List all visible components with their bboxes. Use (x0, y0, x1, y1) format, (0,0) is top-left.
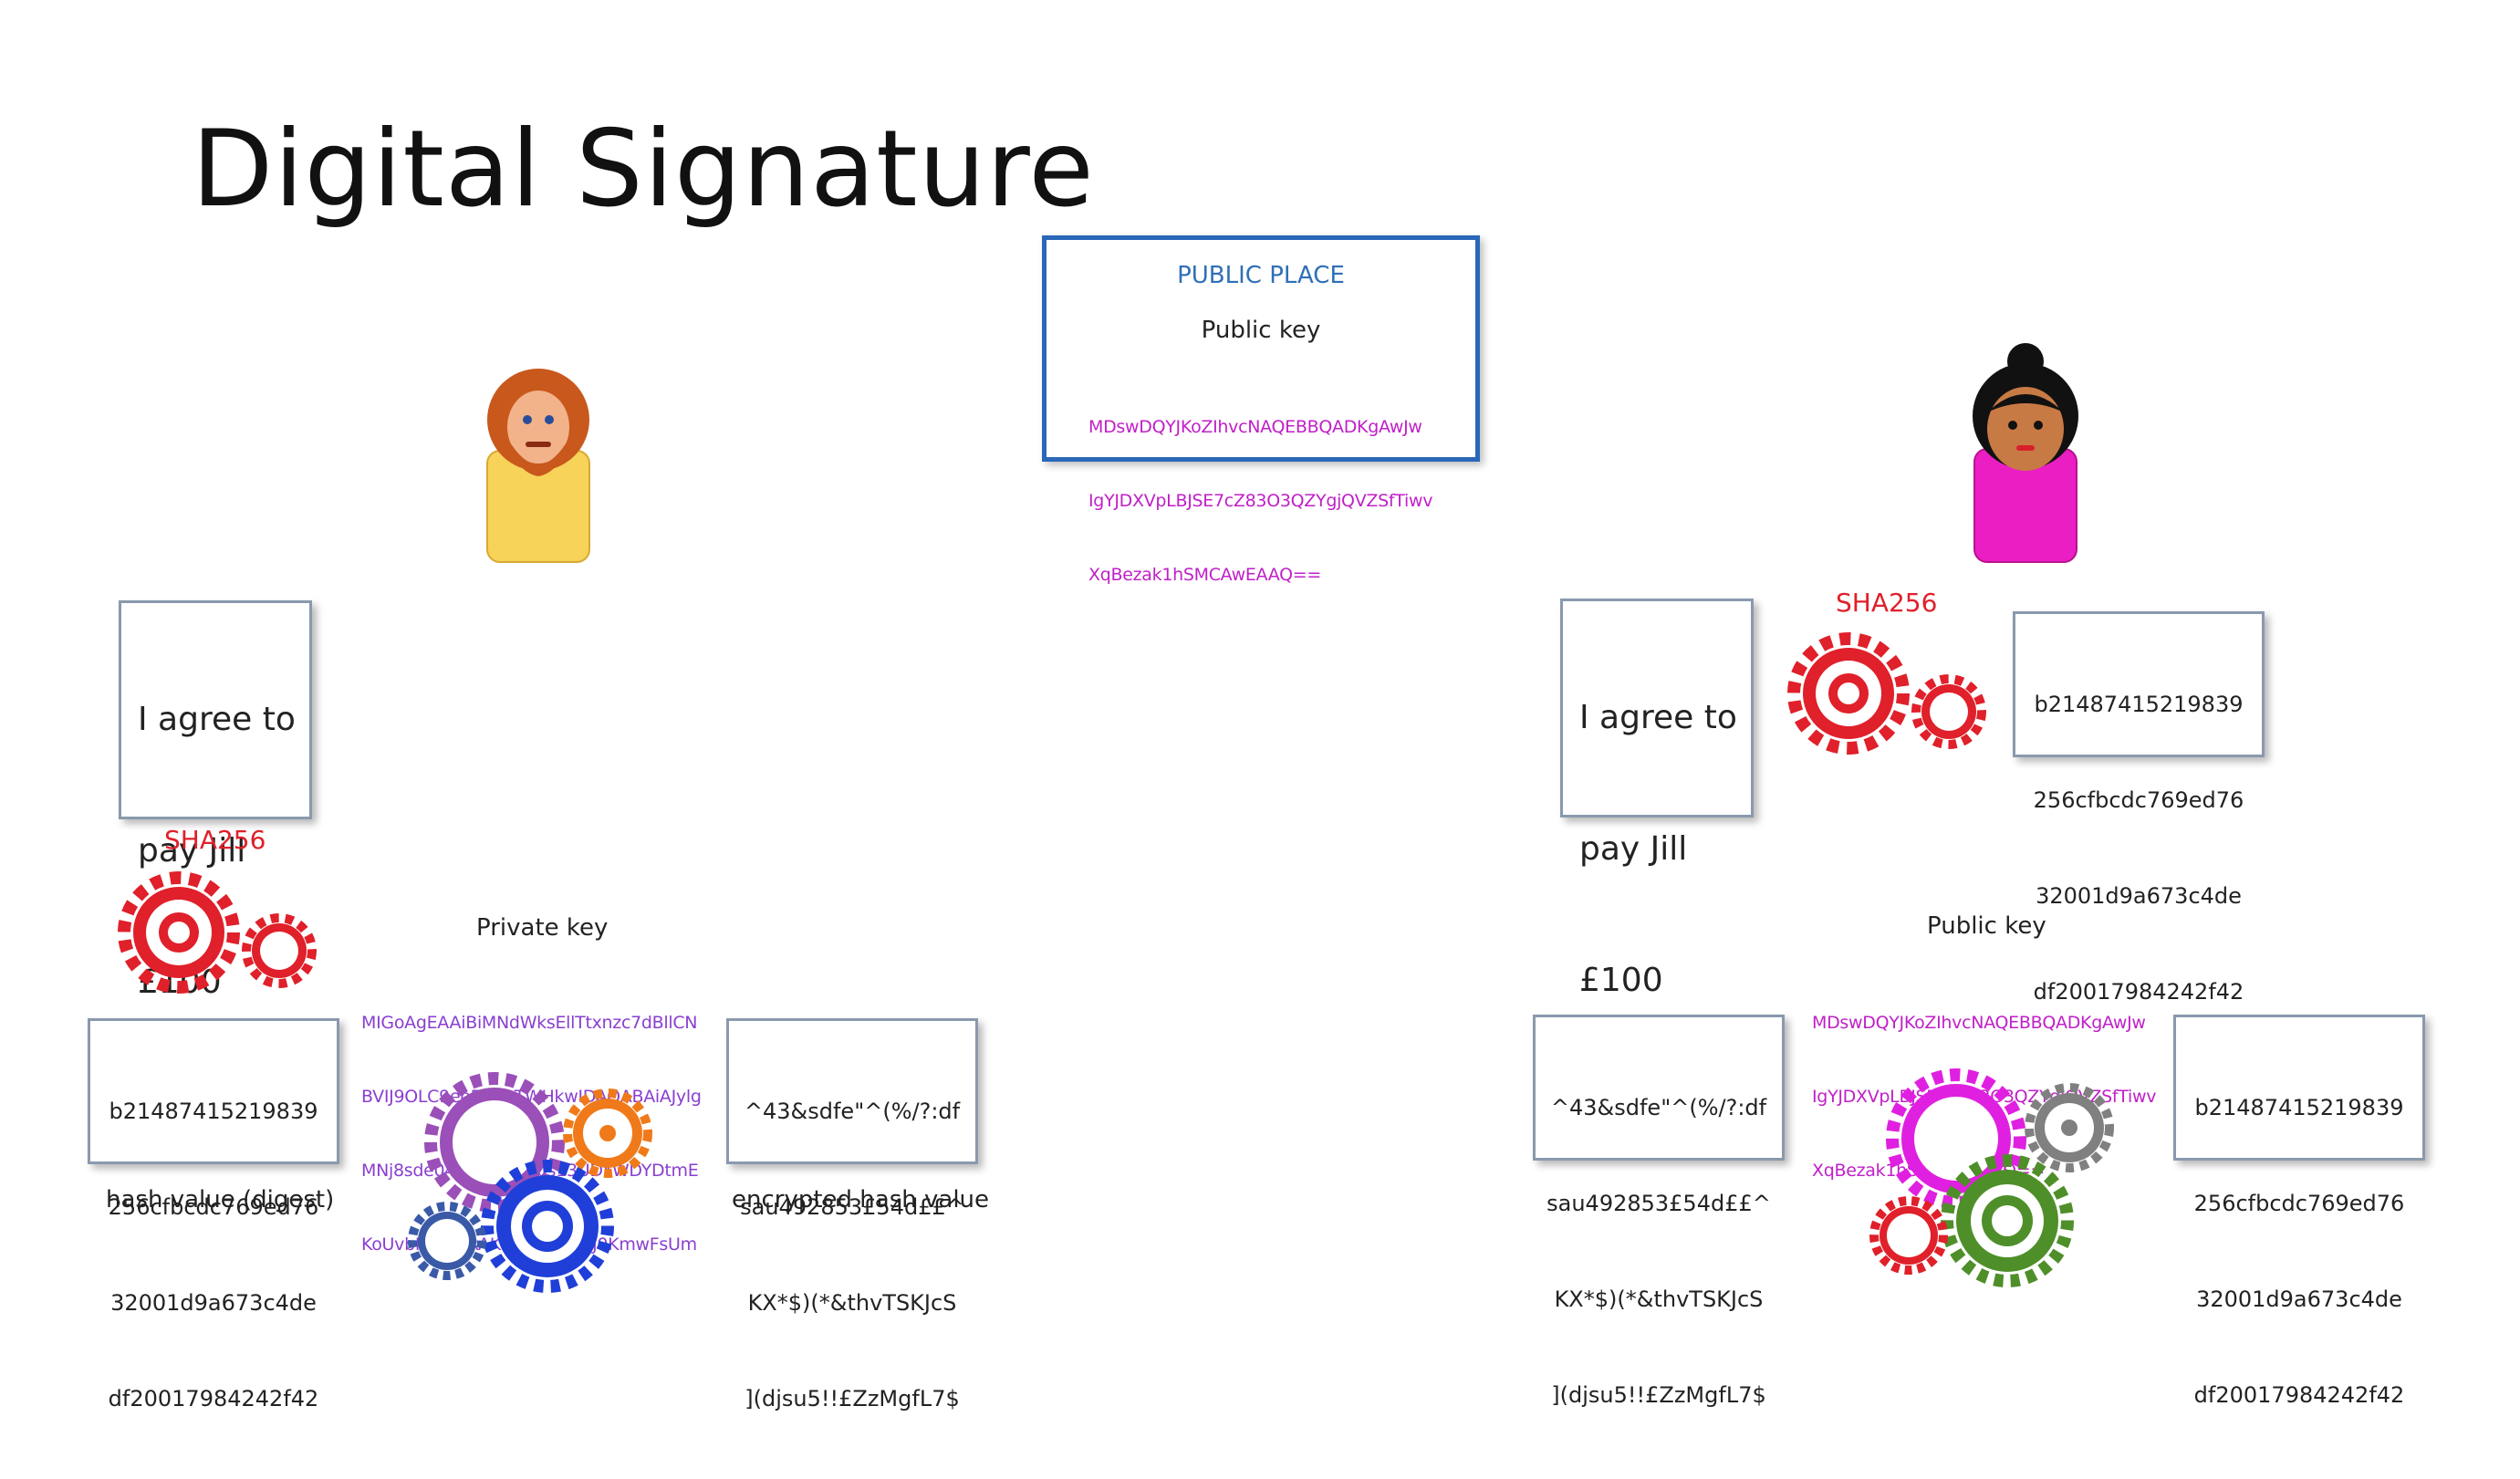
hash-line: 256cfbcdc769ed76 (2193, 1191, 2405, 1216)
sender-message-text: I agree to pay Jill £100 (138, 610, 296, 1092)
receiver-hash-box: b21487415219839 256cfbcdc769ed76 32001d9… (2013, 611, 2265, 1005)
encrypted-line: ](djsu5!!£ZzMgfL7$ (745, 1386, 960, 1411)
public-key-line: MDswDQYJKoZIhvcNAQEBBQADKgAwJw (1088, 417, 1422, 437)
public-place-heading: PUBLIC PLACE (1177, 262, 1345, 289)
message-line: pay Jill (138, 832, 246, 870)
gear-green-icon (1941, 1154, 2074, 1287)
encrypted-line: ](djsu5!!£ZzMgfL7$ (1551, 1382, 1766, 1408)
sender-avatar (486, 369, 590, 563)
encrypted-line: KX*$)(*&thvTSKJcS (747, 1290, 957, 1316)
message-line: I agree to (138, 701, 296, 738)
hash-line: b21487415219839 (109, 1099, 318, 1124)
gear-orange-icon (563, 1088, 652, 1178)
encryption-gears-icon (408, 1072, 652, 1293)
hash-line: 32001d9a673c4de (2196, 1286, 2402, 1312)
hash-value-caption: hash value (digest) (106, 1186, 335, 1213)
gear-large-red-icon (118, 871, 240, 994)
hash-line: b21487415219839 (2034, 692, 2244, 717)
sender-encrypted-hash-text: ^43&sdfe"^(%/?:df sau492853£54d££^ KX*$)… (729, 1032, 975, 1479)
hash-line: df20017984242f42 (108, 1386, 319, 1411)
sender-message-box: I agree to pay Jill £100 (119, 600, 312, 1001)
sender-sha256-label: SHA256 (164, 825, 266, 855)
receiver-sha256-label: SHA256 (1836, 588, 1938, 618)
receiver-decrypted-hash-box: b21487415219839 256cfbcdc769ed76 32001d9… (2173, 1015, 2425, 1408)
public-key-line: MDswDQYJKoZIhvcNAQEBBQADKgAwJw (1812, 1013, 2146, 1033)
gear-red-icon (1869, 1196, 1948, 1275)
hash-line: b21487415219839 (2194, 1095, 2404, 1120)
private-key-line: MIGoAgEAAiBiMNdWksEllTtxnzc7dBllCN (361, 1013, 698, 1033)
public-place-box: PUBLIC PLACE Public key MDswDQYJKoZIhvcN… (1042, 235, 1480, 585)
receiver-encrypted-hash-box: ^43&sdfe"^(%/?:df sau492853£54d££^ KX*$)… (1533, 1015, 1785, 1408)
public-key-text: MDswDQYJKoZIhvcNAQEBBQADKgAwJw IgYJDXVpL… (1088, 366, 1432, 637)
hash-line: 256cfbcdc769ed76 (108, 1194, 319, 1220)
receiver-message-box: I agree to pay Jill £100 (1560, 599, 1754, 999)
sender-hash-gears-icon (118, 871, 317, 994)
sender-hash-text: b21487415219839 256cfbcdc769ed76 32001d9… (90, 1032, 337, 1479)
encrypted-hash-caption: encrypted hash value (732, 1186, 990, 1213)
receiver-public-key-label: Public key (1927, 912, 2046, 940)
slide-title: Digital Signature (192, 108, 1095, 231)
private-key-label: Private key (476, 914, 609, 942)
message-line: pay Jill (1579, 830, 1688, 868)
hash-line: 32001d9a673c4de (110, 1290, 317, 1316)
public-key-line: IgYJDXVpLBJSE7cZ83O3QZYgjQVZSfTiwv (1088, 491, 1433, 511)
receiver-message-text: I agree to pay Jill £100 (1579, 609, 1737, 1090)
encrypted-line: sau492853£54d££^ (1546, 1191, 1771, 1216)
gear-blue-icon (481, 1160, 614, 1293)
sender-hash-box: b21487415219839 256cfbcdc769ed76 32001d9… (88, 1018, 339, 1411)
hash-line: 32001d9a673c4de (2036, 883, 2242, 909)
gear-large-red-icon (1787, 632, 1910, 755)
encrypted-line: ^43&sdfe"^(%/?:df (1550, 1095, 1767, 1120)
gear-magenta-icon (1886, 1068, 2026, 1209)
gear-steel-icon (408, 1202, 486, 1280)
public-key-label: Public key (1201, 317, 1321, 344)
receiver-hash-gears-icon (1787, 632, 1986, 755)
receiver-encrypted-hash-text: ^43&sdfe"^(%/?:df sau492853£54d££^ KX*$)… (1536, 1028, 1782, 1475)
hash-line: df20017984242f42 (2193, 1382, 2405, 1408)
receiver-avatar (1973, 343, 2078, 563)
message-line: £100 (1579, 962, 1663, 999)
gear-grey-icon (2025, 1083, 2114, 1172)
hash-line: 256cfbcdc769ed76 (2033, 787, 2244, 813)
gear-small-red-icon (1911, 674, 1986, 749)
gear-purple-icon (424, 1072, 565, 1213)
hash-line: df20017984242f42 (2033, 979, 2244, 1005)
encrypted-line: ^43&sdfe"^(%/?:df (744, 1099, 961, 1124)
message-line: I agree to (1579, 699, 1737, 736)
encrypted-line: sau492853£54d££^ (740, 1194, 964, 1220)
gear-small-red-icon (242, 913, 317, 988)
public-key-line: XqBezak1hSMCAwEAAQ== (1088, 565, 1322, 585)
encrypted-line: KX*$)(*&thvTSKJcS (1554, 1286, 1764, 1312)
sender-encrypted-hash-box: ^43&sdfe"^(%/?:df sau492853£54d££^ KX*$)… (726, 1018, 978, 1411)
receiver-hash-text: b21487415219839 256cfbcdc769ed76 32001d9… (2015, 625, 2262, 1072)
decryption-gears-icon (1869, 1068, 2114, 1287)
receiver-decrypted-hash-text: b21487415219839 256cfbcdc769ed76 32001d9… (2176, 1028, 2422, 1475)
